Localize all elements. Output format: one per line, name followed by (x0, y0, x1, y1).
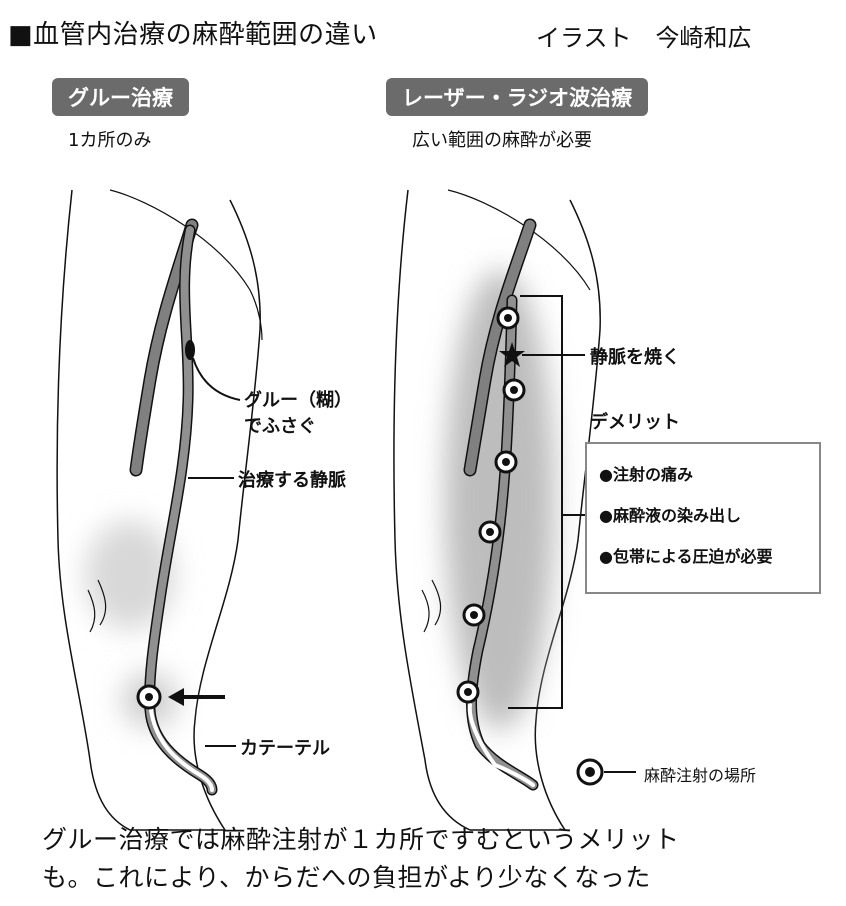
legend-text: 麻酔注射の場所 (644, 766, 757, 785)
left-knee-line-2 (87, 589, 96, 633)
laser-radio-subtitle: 広い範囲の麻酔が必要 (412, 130, 592, 151)
right-leg-outline (393, 189, 601, 831)
catheter (148, 698, 214, 792)
range-bracket (508, 295, 563, 709)
left-leg-outline (56, 189, 261, 831)
page-title: ■血管内治療の麻酔範囲の違い (8, 20, 378, 50)
right-branch-vein (465, 220, 535, 475)
illustration-credit: イラスト 今崎和広 (536, 24, 752, 52)
demerit-item: ●麻酔液の染み出し (599, 506, 741, 525)
left-thigh-line (109, 189, 263, 341)
star-icon (499, 342, 525, 367)
left-knee-line (97, 579, 107, 626)
demerit-item: ●注射の痛み (599, 465, 693, 484)
left-leg (56, 189, 263, 831)
burn-callout-text: 静脈を焼く (590, 347, 680, 368)
left-knee-shade (85, 520, 175, 630)
demerit-item: ●包帯による圧迫が必要 (599, 547, 773, 566)
right-injection-markers (456, 306, 526, 704)
catheter-callout-text: カテーテル (240, 738, 330, 759)
glue-treatment-subtitle: 1カ所のみ (68, 130, 152, 151)
vein-callout-text: 治療する静脈 (238, 470, 346, 491)
glue-callout-text-1: グルー（糊） (244, 390, 352, 411)
glue-callout-line (192, 357, 241, 401)
caption-line-2: も。これにより、からだへの負担がより少なくなった (42, 863, 651, 892)
demerit-title: デメリット (590, 412, 680, 433)
caption-line-1: グルー治療では麻酔注射が１カ所ですむというメリット (42, 825, 680, 854)
demerit-box: ●注射の痛み ●麻酔液の染み出し ●包帯による圧迫が必要 (585, 442, 821, 594)
laser-radio-treatment-label: レーザー・ラジオ波治療 (386, 78, 649, 116)
glue-treatment-label: グルー治療 (52, 78, 189, 116)
left-branch-vein (131, 220, 197, 475)
right-leg (393, 189, 636, 831)
glue-plug (185, 340, 195, 360)
glue-callout-text-2: でふさぐ (244, 416, 316, 437)
